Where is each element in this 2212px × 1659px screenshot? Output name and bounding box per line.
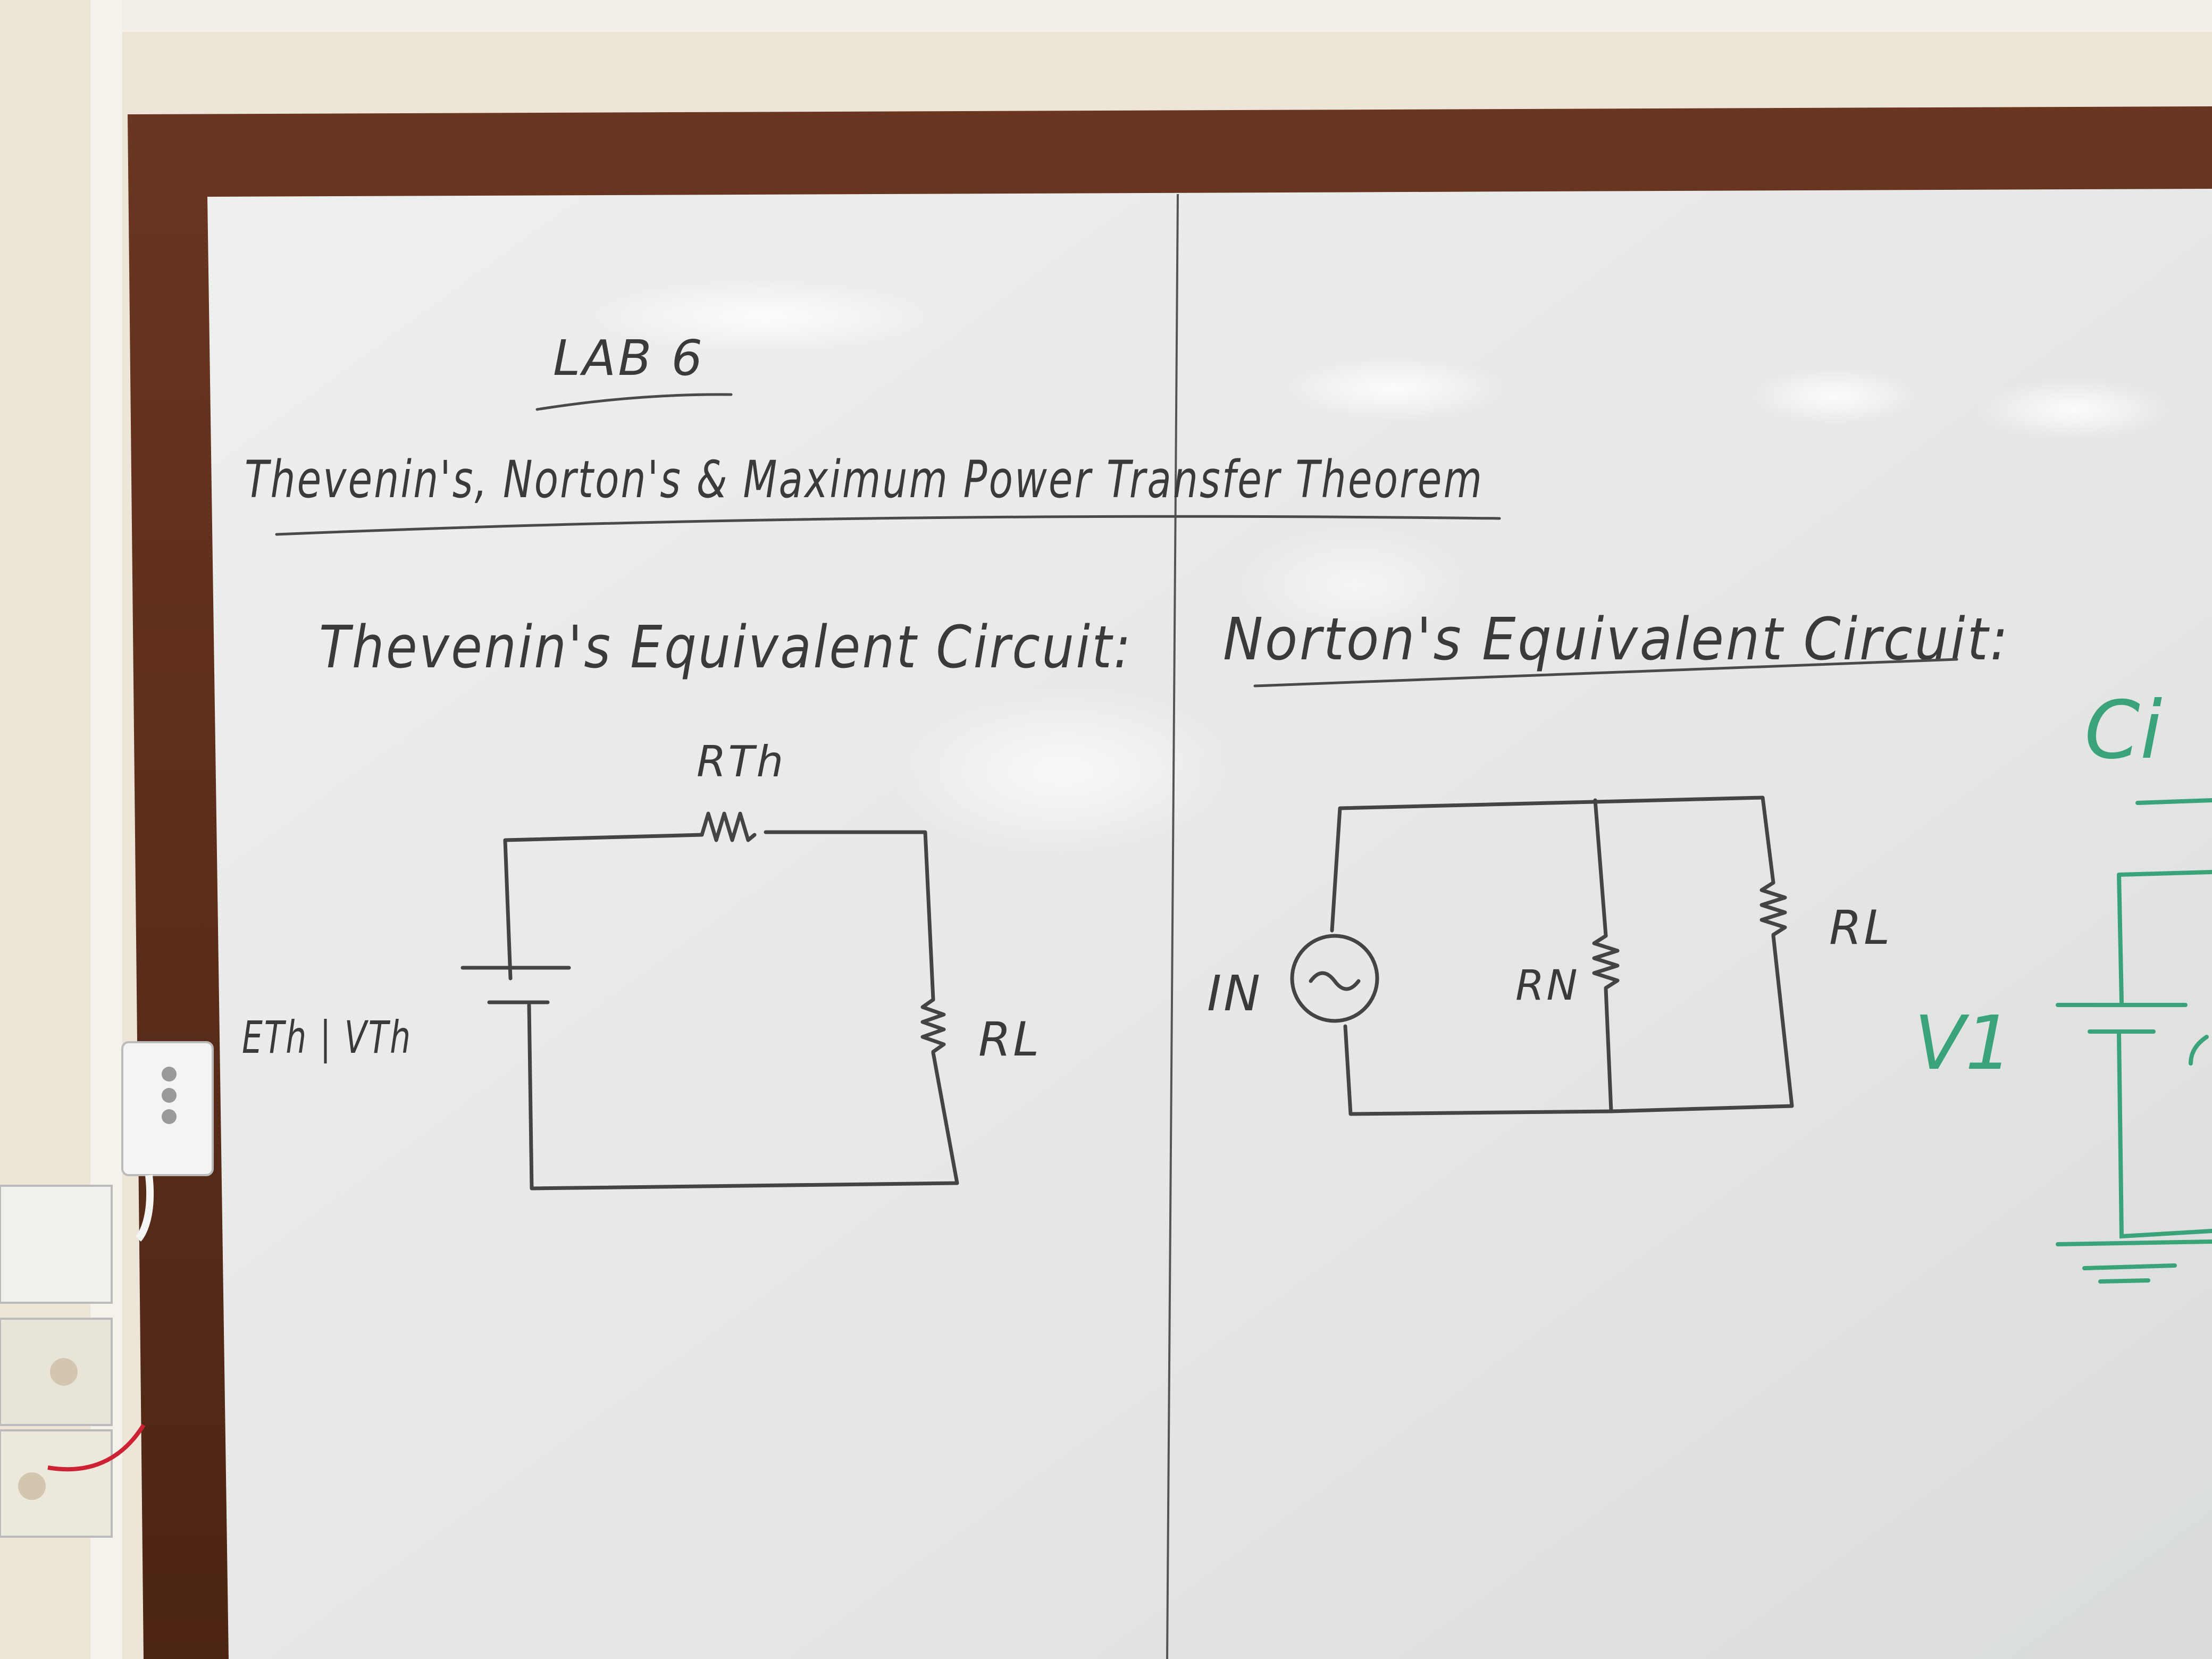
title-underline (535, 393, 733, 411)
wall-fixtures (0, 1041, 214, 1538)
partial-green-circuit (2056, 870, 2212, 1284)
whiteboard-surface (207, 189, 2212, 1659)
current-source-symbol (1290, 934, 1379, 1023)
board-seam (1166, 194, 1179, 1659)
upper-trim (90, 0, 2212, 32)
norton-in-label: IN (1207, 965, 1262, 1022)
thevenin-rth-label: RTh (697, 737, 785, 786)
board-subtitle: Thevenin's, Norton's & Maximum Power Tra… (245, 450, 1484, 509)
rl-resistor-symbol (920, 998, 946, 1054)
thevenin-rl-label: RL (978, 1012, 1041, 1067)
rn-resistor-symbol (1592, 934, 1620, 990)
subtitle-underline (275, 515, 1501, 536)
rl-resistor-symbol-norton (1759, 881, 1787, 937)
board-title: LAB 6 (553, 330, 705, 387)
partial-green-v1-label: V1 (1914, 1000, 2013, 1087)
norton-rn-label: RN (1515, 962, 1580, 1010)
rth-resistor-symbol (700, 811, 757, 842)
norton-underline (1253, 658, 1958, 688)
norton-circuit (1290, 795, 1794, 1116)
thevenin-circuit (460, 811, 959, 1191)
norton-rl-label: RL (1829, 900, 1892, 955)
light-glare (590, 279, 2169, 856)
partial-green-underline (2135, 798, 2212, 805)
thevenin-source-label: ETh | VTh (242, 1011, 412, 1063)
thevenin-heading: Thevenin's Equivalent Circuit: (319, 613, 1133, 681)
partial-green-heading: Ci (2084, 684, 2162, 777)
